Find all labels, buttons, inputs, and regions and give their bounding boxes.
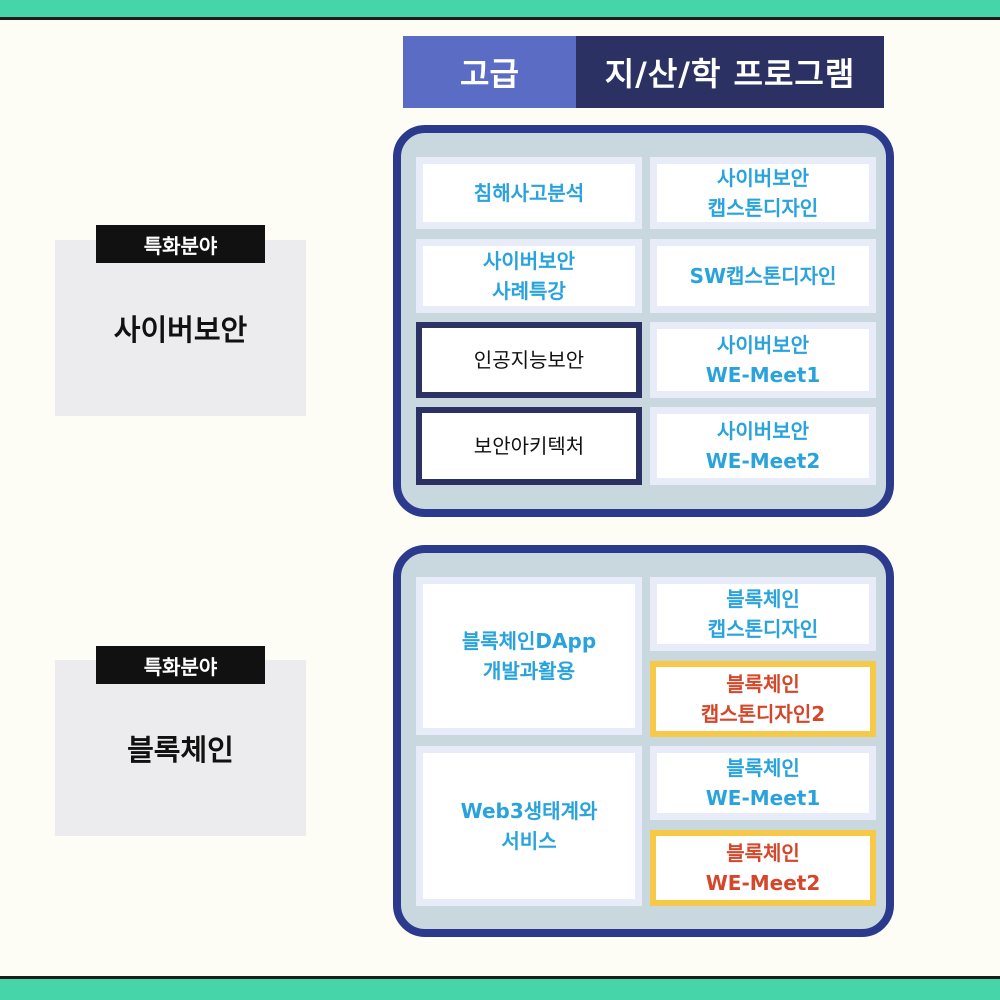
course-cell-new: 블록체인 WE-Meet2 xyxy=(650,830,876,906)
course-cell: SW캡스톤디자인 xyxy=(650,239,876,313)
course-label: SW캡스톤디자인 xyxy=(657,246,869,306)
field-tag-cyber: 특화분야 xyxy=(96,225,265,263)
course-cell: 침해사고분석 xyxy=(416,157,642,229)
course-cell: 블록체인DApp 개발과활용 xyxy=(416,577,642,735)
cyber-course-group: 침해사고분석 사이버보안 캡스톤디자인 사이버보안 사례특강 SW캡스톤디자인 … xyxy=(393,125,894,517)
bottom-accent-band xyxy=(0,976,1000,1000)
course-label: 사이버보안 WE-Meet1 xyxy=(657,329,869,391)
course-label: 블록체인 캡스톤디자인 xyxy=(657,584,869,644)
course-cell: 블록체인 WE-Meet1 xyxy=(650,746,876,820)
field-tag-blockchain: 특화분야 xyxy=(96,646,265,684)
field-name-blockchain: 블록체인 xyxy=(127,733,234,767)
course-cell: 사이버보안 캡스톤디자인 xyxy=(650,157,876,229)
top-accent-band xyxy=(0,0,1000,20)
course-cell-highlighted: 보안아키텍처 xyxy=(416,407,642,485)
level-label: 고급 xyxy=(403,36,576,108)
course-label: 블록체인 WE-Meet2 xyxy=(656,836,870,900)
field-card-blockchain: 블록체인 xyxy=(55,660,306,836)
course-label: 사이버보안 사례특강 xyxy=(423,246,635,306)
field-name-cyber: 사이버보안 xyxy=(113,313,248,347)
course-label: 사이버보안 WE-Meet2 xyxy=(657,414,869,478)
course-label: Web3생태계와 서비스 xyxy=(423,753,635,899)
course-cell: 사이버보안 WE-Meet2 xyxy=(650,407,876,485)
course-label: 블록체인DApp 개발과활용 xyxy=(423,584,635,728)
course-cell-highlighted: 인공지능보안 xyxy=(416,322,642,398)
program-header: 고급 지/산/학 프로그램 xyxy=(403,36,884,108)
course-label: 블록체인 WE-Meet1 xyxy=(657,753,869,813)
blockchain-course-group: 블록체인DApp 개발과활용 블록체인 캡스톤디자인 블록체인 캡스톤디자인2 … xyxy=(393,545,894,937)
program-title: 지/산/학 프로그램 xyxy=(576,36,884,108)
course-label: 사이버보안 캡스톤디자인 xyxy=(657,164,869,222)
course-cell: 블록체인 캡스톤디자인 xyxy=(650,577,876,651)
course-cell: Web3생태계와 서비스 xyxy=(416,746,642,906)
course-cell: 사이버보안 사례특강 xyxy=(416,239,642,313)
course-cell-new: 블록체인 캡스톤디자인2 xyxy=(650,661,876,737)
course-label: 인공지능보안 xyxy=(422,328,636,392)
course-cell: 사이버보안 WE-Meet1 xyxy=(650,322,876,398)
field-card-cyber: 사이버보안 xyxy=(55,240,306,416)
course-label: 침해사고분석 xyxy=(423,164,635,222)
course-label: 보안아키텍처 xyxy=(422,413,636,479)
course-label: 블록체인 캡스톤디자인2 xyxy=(656,667,870,731)
